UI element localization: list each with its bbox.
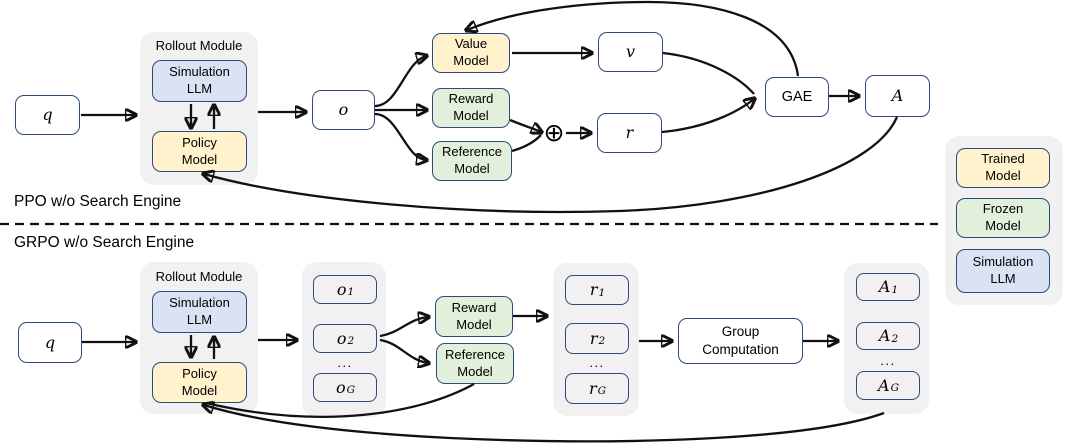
legend-item-trained-model: Trained Model bbox=[956, 148, 1050, 188]
ppo-value-output-box: v bbox=[598, 32, 663, 72]
ppo-advantage-label: A bbox=[891, 86, 904, 105]
grpo-reward-G-sub: G bbox=[597, 385, 607, 398]
grpo-advantage-1-sub: 1 bbox=[891, 283, 899, 296]
ppo-reward-output-label: r bbox=[625, 123, 634, 142]
legend-item-simulation-llm: Simulation LLM bbox=[956, 249, 1050, 293]
oplus-icon: ⊕ bbox=[543, 118, 565, 147]
grpo-output-1-sub: 1 bbox=[347, 286, 355, 299]
grpo-advantage-G-sub: G bbox=[890, 382, 899, 395]
grpo-rollout-module-title: Rollout Module bbox=[155, 269, 243, 284]
grpo-advantages-container bbox=[844, 263, 929, 414]
arrow-ppo-reference-to-plus bbox=[511, 134, 542, 153]
grpo-output-G-sub: G bbox=[346, 384, 356, 397]
grpo-simulation-llm-box: Simulation LLM bbox=[152, 291, 247, 333]
arrow-ppo-v-to-gae bbox=[662, 51, 755, 95]
ppo-output-label: o bbox=[338, 100, 349, 119]
grpo-group-computation-box: Group Computation bbox=[678, 318, 803, 364]
arrow-ppo-r-to-gae bbox=[661, 99, 754, 134]
grpo-section-label: GRPO w/o Search Engine bbox=[14, 234, 195, 251]
grpo-output-2-base: o bbox=[336, 328, 347, 348]
ppo-reference-model-box: Reference Model bbox=[432, 141, 512, 181]
grpo-reward-model-box: Reward Model bbox=[435, 296, 513, 337]
arrow-ppo-o-to-reference bbox=[374, 112, 426, 160]
arrow-ppo-o-to-value bbox=[374, 56, 426, 108]
arrow-ppo-reward-to-plus bbox=[509, 118, 541, 132]
ppo-output-box: o bbox=[312, 90, 375, 130]
ppo-simulation-llm-box: Simulation LLM bbox=[152, 60, 247, 102]
grpo-advantage-2-sub: 2 bbox=[891, 332, 899, 345]
grpo-reward-1-base: r bbox=[589, 280, 598, 299]
grpo-outputs-ellipsis: ... bbox=[337, 355, 353, 370]
ppo-query-label: q bbox=[42, 105, 53, 124]
grpo-rewards-container bbox=[553, 263, 639, 416]
grpo-advantage-1-base: A bbox=[878, 277, 891, 296]
ppo-reward-output-box: r bbox=[597, 113, 662, 153]
ppo-rollout-module-title: Rollout Module bbox=[155, 38, 243, 53]
ppo-gae-box: GAE bbox=[765, 77, 829, 117]
grpo-reward-2-base: r bbox=[589, 328, 598, 348]
grpo-advantages-ellipsis: ... bbox=[880, 353, 896, 368]
grpo-reward-2-sub: 2 bbox=[598, 335, 606, 348]
grpo-query-box: q bbox=[18, 322, 82, 363]
legend-item-frozen-model: Frozen Model bbox=[956, 198, 1050, 238]
grpo-reference-model-box: Reference Model bbox=[436, 343, 514, 384]
ppo-value-model-box: Value Model bbox=[432, 33, 510, 73]
grpo-reward-G-base: r bbox=[588, 378, 597, 398]
ppo-reward-model-box: Reward Model bbox=[432, 88, 510, 128]
grpo-output-1-base: o bbox=[336, 279, 347, 299]
grpo-rewards-ellipsis: ... bbox=[589, 355, 605, 370]
ppo-section-label: PPO w/o Search Engine bbox=[14, 193, 182, 210]
grpo-policy-model-box: Policy Model bbox=[152, 362, 247, 403]
ppo-advantage-box: A bbox=[865, 75, 930, 117]
grpo-advantage-2-base: A bbox=[878, 326, 891, 345]
grpo-reward-1-sub: 1 bbox=[598, 286, 606, 299]
arrow-grpo-o2-to-reference bbox=[379, 338, 428, 363]
grpo-advantage-G-base: A bbox=[878, 375, 890, 395]
grpo-output-G-base: o bbox=[335, 377, 346, 397]
ppo-policy-model-box: Policy Model bbox=[152, 131, 247, 172]
grpo-output-2-sub: 2 bbox=[347, 335, 355, 348]
ppo-value-output-label: v bbox=[625, 42, 636, 61]
ppo-query-box: q bbox=[15, 95, 80, 135]
arrow-grpo-o2-to-reward bbox=[379, 317, 428, 338]
grpo-query-label: q bbox=[44, 332, 56, 352]
